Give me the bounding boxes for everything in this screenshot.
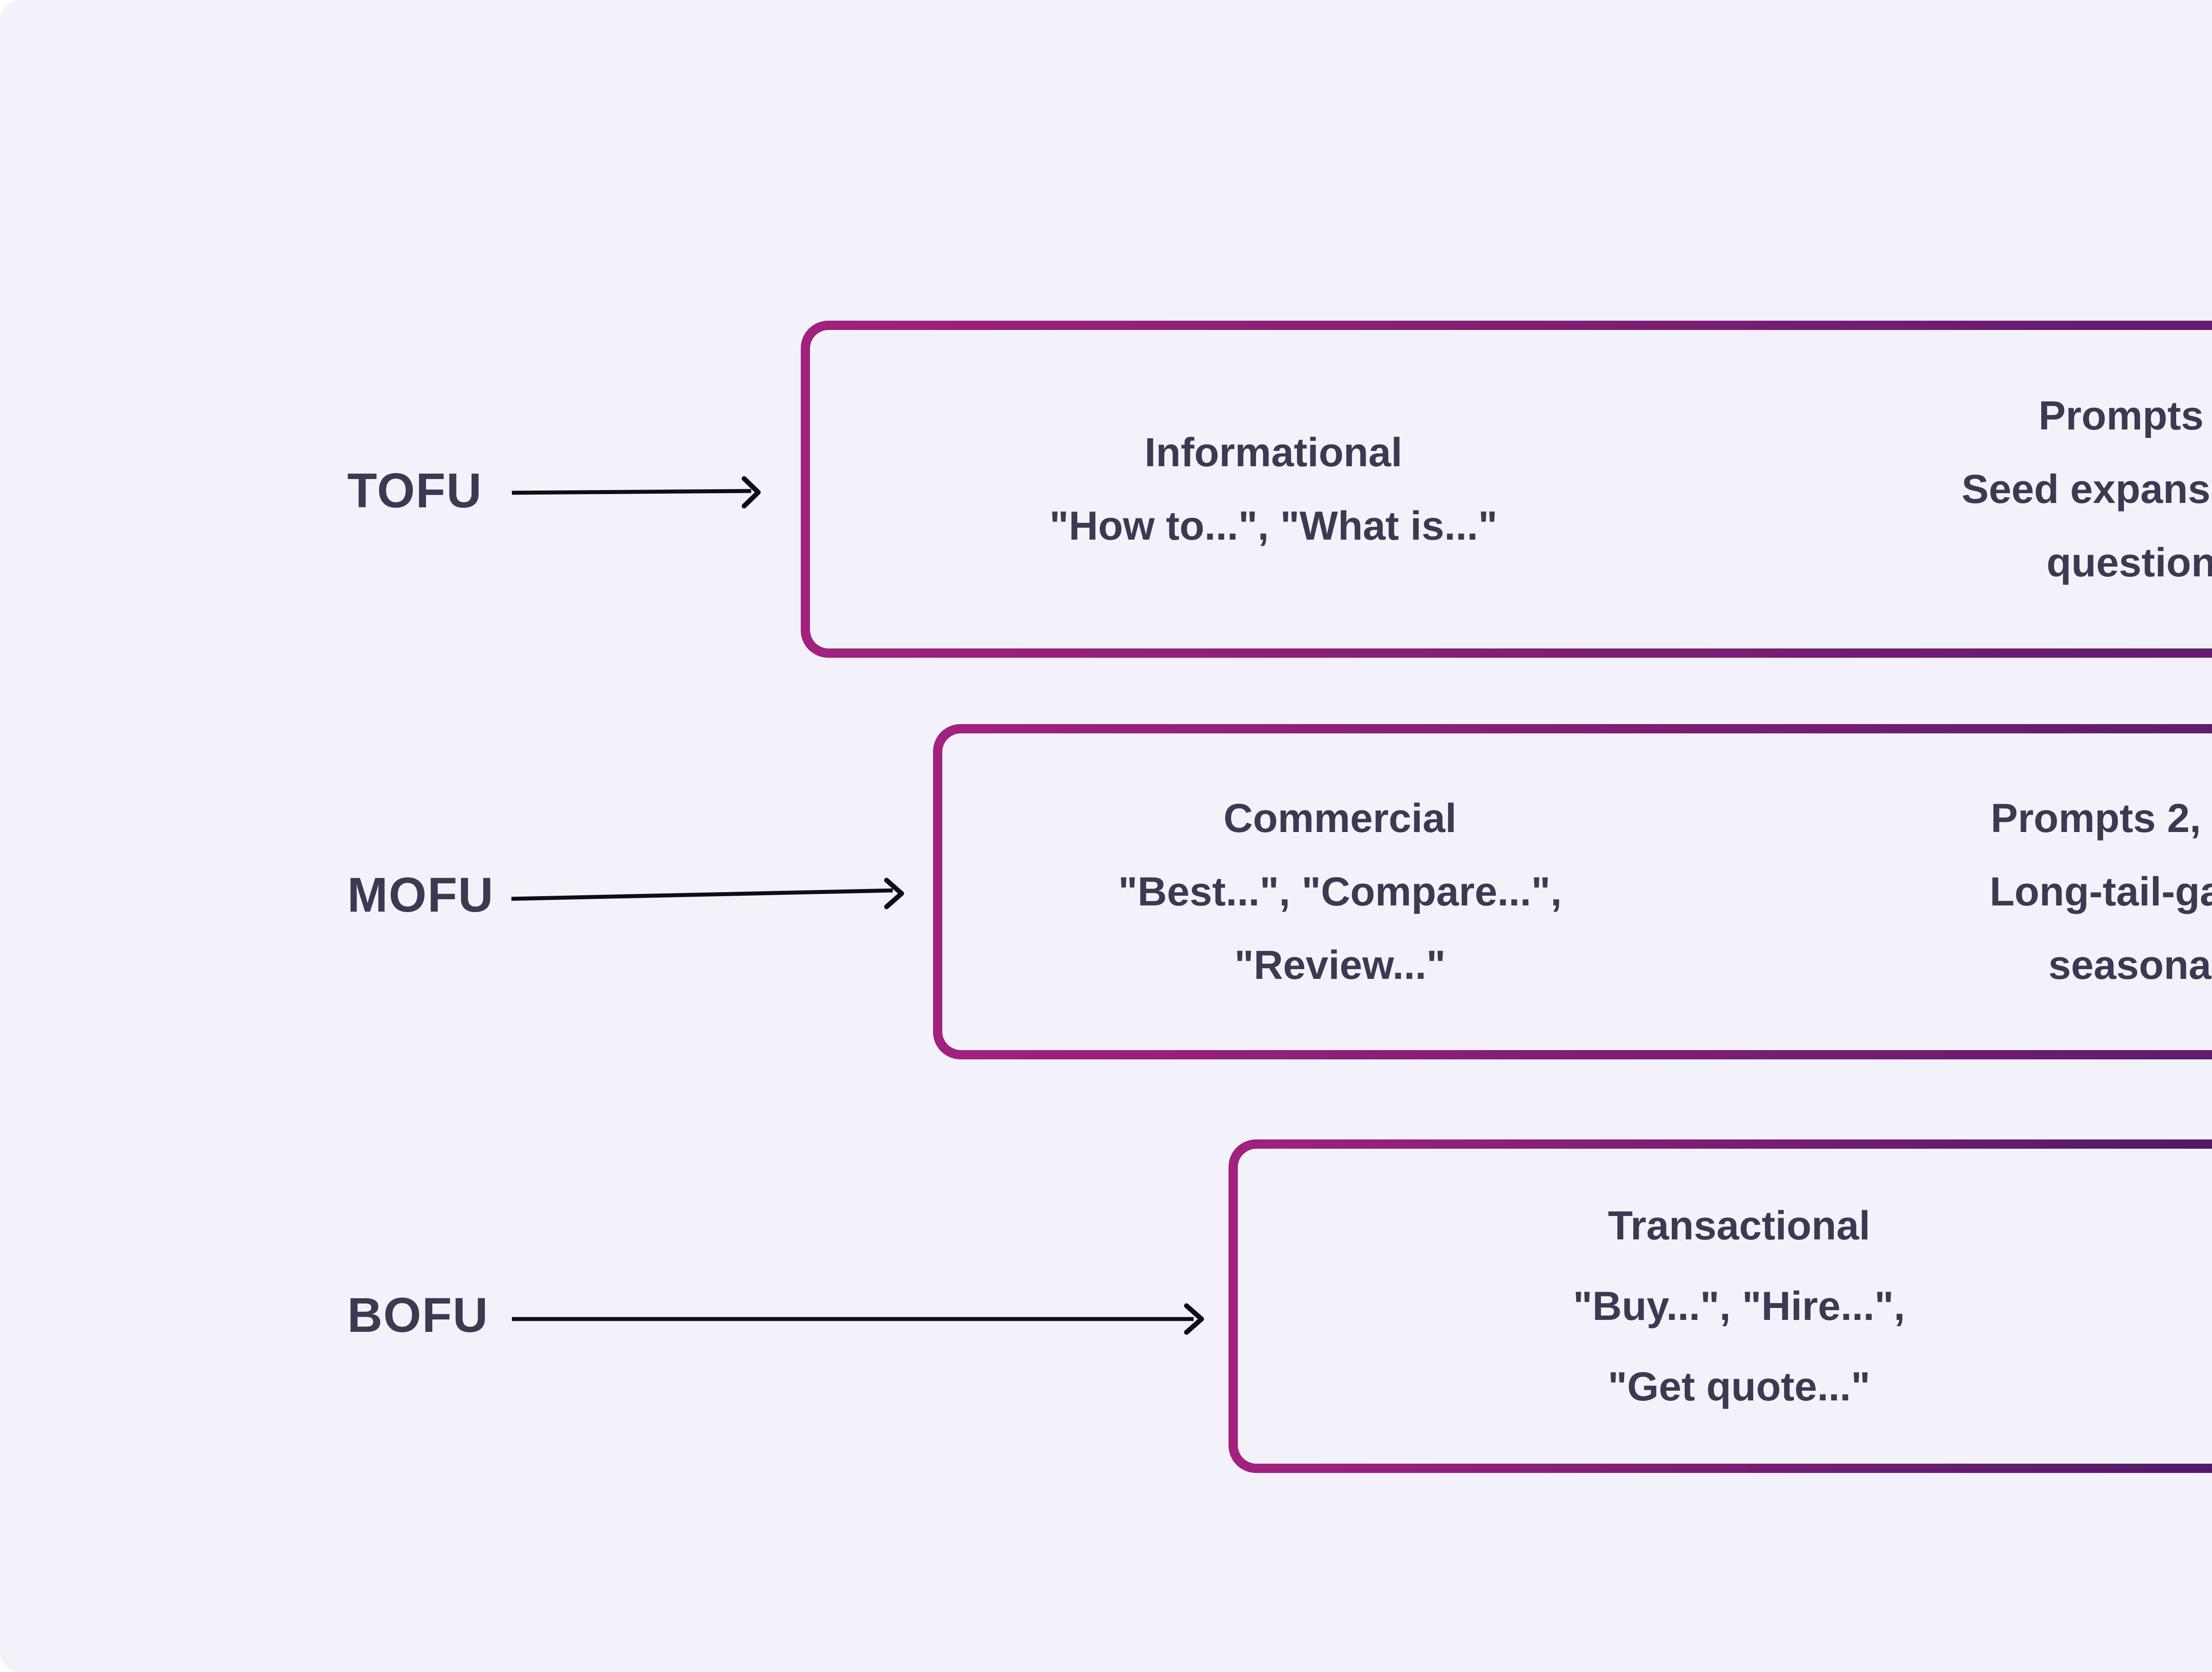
- box-transactional-content: Transactional "Buy...", "Hire...", "Get …: [1238, 1149, 2212, 1464]
- commercial-prompts-column: Prompts 2, 4, 6 Long-tail-gaps. seasonal: [1738, 782, 2212, 1002]
- informational-intent-column: Informational "How to...", "What is...": [810, 416, 1737, 563]
- intent-title: Commercial: [1223, 796, 1457, 841]
- arrow-mofu-icon: [511, 878, 904, 909]
- intent-examples-2: "Review...": [1234, 943, 1446, 988]
- box-commercial-content: Commercial "Best...", "Compare...", "Rev…: [942, 733, 2212, 1050]
- intent-title: Transactional: [1608, 1203, 1870, 1248]
- arrow-tofu-icon: [511, 476, 761, 509]
- prompts-list: Prompts 2, 4, 6: [1990, 796, 2212, 841]
- commercial-intent-column: Commercial "Best...", "Compare...", "Rev…: [942, 782, 1738, 1002]
- box-commercial: Commercial "Best...", "Compare...", "Rev…: [933, 724, 2212, 1059]
- transactional-intent-column: Transactional "Buy...", "Hire...", "Get …: [1238, 1185, 2212, 1427]
- stage-label-tofu: TOFU: [347, 464, 483, 518]
- stage-label-mofu: MOFU: [347, 868, 494, 922]
- arrow-bofu-icon: [512, 1303, 1204, 1335]
- box-transactional: Transactional "Buy...", "Hire...", "Get …: [1229, 1139, 2212, 1473]
- prompts-detail-1: Seed expansion clusters: [1962, 467, 2212, 512]
- intent-examples-1: "Buy...", "Hire...",: [1573, 1284, 1905, 1329]
- prompts-detail-2: questions. local: [2046, 540, 2212, 585]
- stage-label-bofu: BOFU: [347, 1288, 489, 1342]
- informational-prompts-column: Prompts 1, 3, 5,7 Seed expansion cluster…: [1737, 379, 2212, 599]
- intent-examples-2: "Get quote...": [1608, 1364, 1870, 1409]
- intent-examples-1: "Best...", "Compare...",: [1118, 869, 1562, 914]
- prompts-list: Prompts 1, 3, 5,7: [2038, 393, 2212, 438]
- intent-title: Informational: [1144, 430, 1402, 475]
- prompts-detail-2: seasonal: [2048, 943, 2212, 988]
- intent-examples: "How to...", "What is...": [1049, 503, 1498, 548]
- prompts-detail-1: Long-tail-gaps.: [1989, 869, 2212, 914]
- box-informational: Informational "How to...", "What is..." …: [801, 321, 2212, 658]
- box-informational-content: Informational "How to...", "What is..." …: [810, 330, 2212, 648]
